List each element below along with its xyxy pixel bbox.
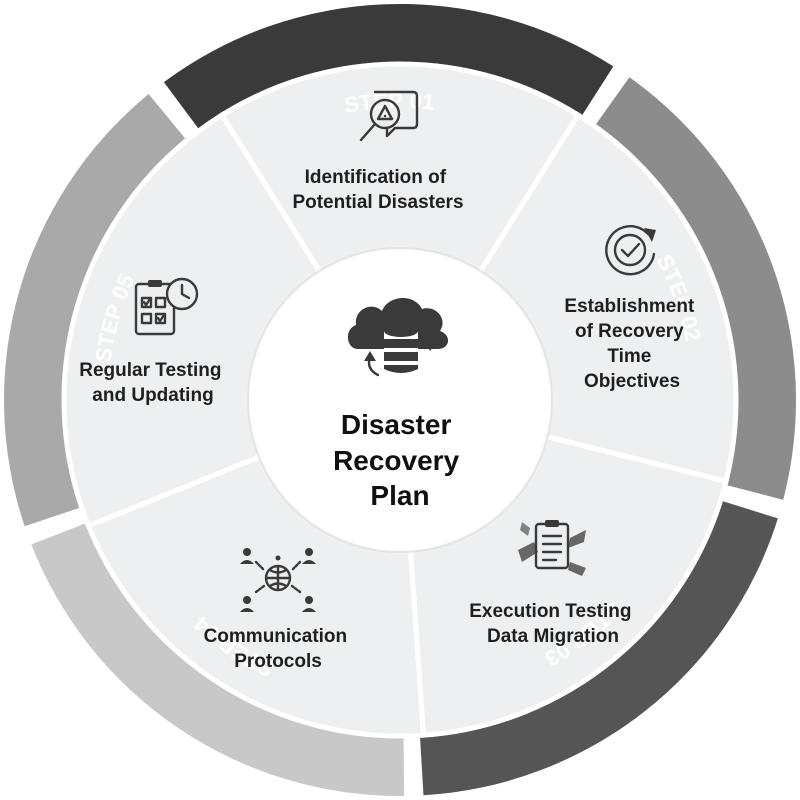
checklist-clock-icon [134,277,199,336]
ring-segment-step-04 [31,523,405,796]
step-03-text: Execution Testing Data Migration [469,601,637,647]
network-people-icon [240,548,316,612]
ring-segment-step-03 [420,501,778,796]
ring-segment-step-02 [595,77,796,500]
center-title: Disaster Recovery Plan [333,409,467,511]
refresh-check-icon [605,225,656,276]
step-02-text: Establishment of Recovery Time Objective… [564,296,699,392]
ring-segment-step-05 [4,93,186,527]
magnifier-warning-icon [359,90,419,142]
clipboard-hands-icon [518,520,586,576]
ring-segment-step-01 [163,4,614,129]
cloud-database-sync-icon [347,297,449,377]
step-04-text: Communication Protocols [204,626,353,672]
step-05-text: Regular Testing and Updating [79,360,226,406]
outer-ring [4,4,796,796]
center-circle [247,247,553,553]
inner-segments [61,61,739,739]
step-01-text: Identification of Potential Disasters [292,167,463,213]
